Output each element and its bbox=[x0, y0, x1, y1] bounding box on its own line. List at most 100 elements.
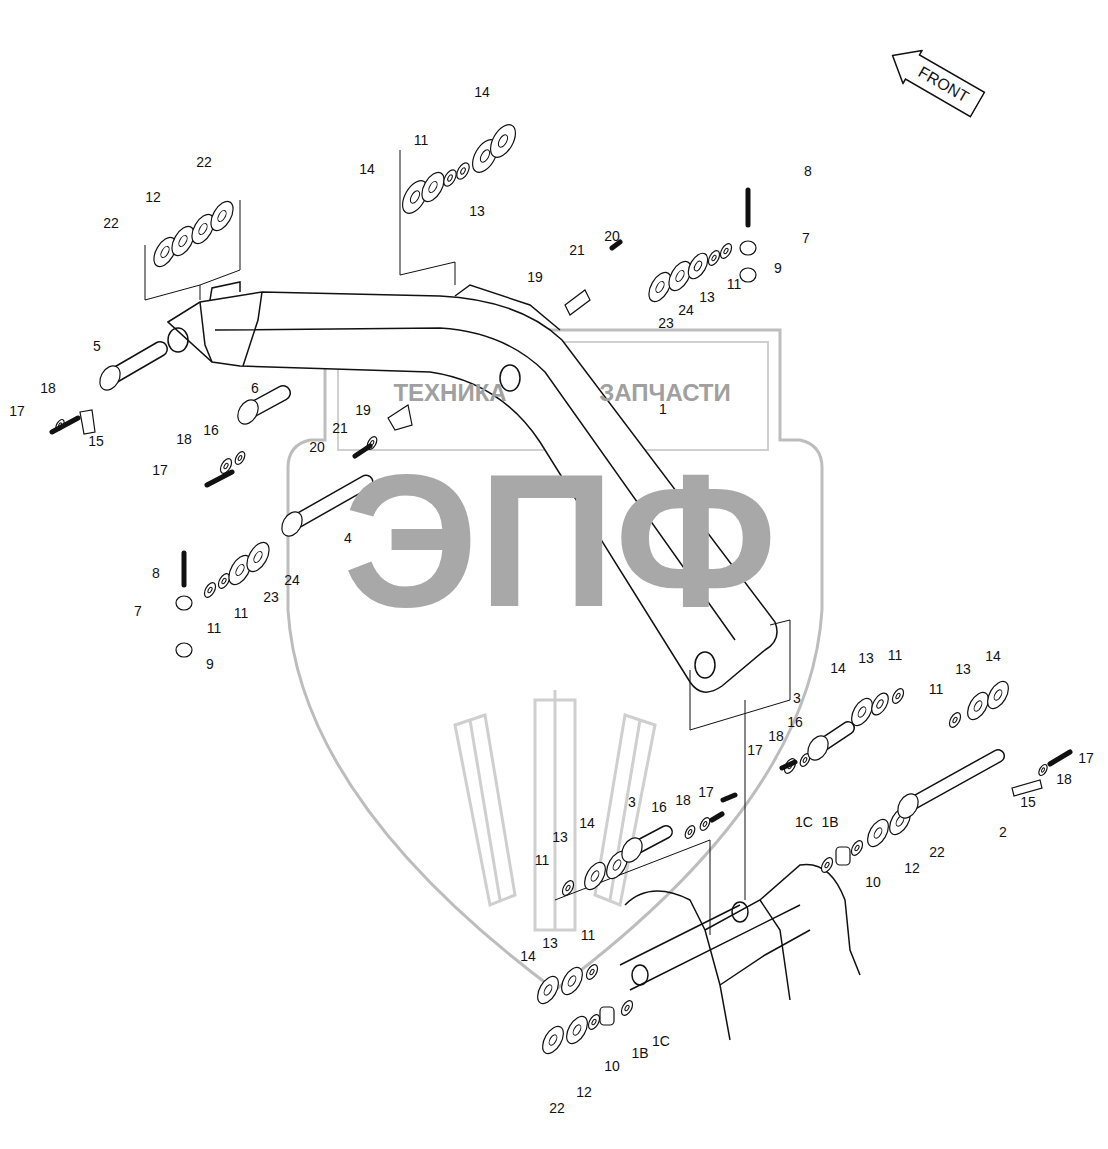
callout-number: 14 bbox=[520, 949, 536, 963]
callout-number: 10 bbox=[604, 1059, 620, 1073]
callout-number: 24 bbox=[284, 573, 300, 587]
washer bbox=[718, 242, 734, 260]
callout-number: 22 bbox=[196, 155, 212, 169]
callout-number: 3 bbox=[628, 795, 636, 809]
callout-number: 2 bbox=[999, 825, 1007, 839]
callout-number: 16 bbox=[651, 800, 667, 814]
lock-plate bbox=[1012, 780, 1042, 796]
callout-number: 18 bbox=[675, 793, 691, 807]
washer bbox=[454, 161, 472, 182]
callout-number: 18 bbox=[768, 729, 784, 743]
washer-rim bbox=[1037, 763, 1049, 777]
washer-hole bbox=[543, 984, 554, 997]
callout-number: 14 bbox=[985, 649, 1001, 663]
callout-number: 19 bbox=[527, 270, 543, 284]
pin-body bbox=[908, 756, 998, 806]
washer-hole bbox=[857, 706, 868, 719]
callout-number: 16 bbox=[787, 715, 803, 729]
callout-number: 22 bbox=[929, 845, 945, 859]
arrow-shape bbox=[883, 39, 987, 121]
callout-number: 12 bbox=[576, 1085, 592, 1099]
washer bbox=[619, 999, 635, 1017]
washer-rim bbox=[202, 581, 218, 599]
watermark-wheat bbox=[455, 690, 655, 930]
washer-rim bbox=[560, 879, 576, 897]
callout-number: 23 bbox=[263, 590, 279, 604]
washer-hole bbox=[693, 260, 703, 272]
callout-number: 11 bbox=[535, 853, 550, 867]
washer-hole bbox=[876, 699, 885, 709]
callout-number: 13 bbox=[552, 830, 568, 844]
pin-head bbox=[804, 732, 833, 764]
washer-hole bbox=[565, 885, 571, 892]
washer-hole bbox=[993, 689, 1004, 702]
nut bbox=[176, 643, 192, 657]
callout-number: 1C bbox=[652, 1034, 670, 1048]
pin-head bbox=[96, 362, 125, 394]
washer-hole bbox=[674, 269, 686, 283]
callout-number: 5 bbox=[93, 339, 101, 353]
callout-number: 11 bbox=[727, 277, 742, 291]
pin-head bbox=[278, 508, 307, 540]
callout-number: 14 bbox=[359, 162, 375, 176]
washer-hole bbox=[612, 859, 623, 872]
washer-hole bbox=[207, 587, 213, 594]
washer-hole bbox=[973, 700, 984, 713]
callout-number: 16 bbox=[203, 423, 219, 437]
washer-rim bbox=[782, 757, 798, 775]
callout-number: 13 bbox=[858, 651, 874, 665]
washer-hole bbox=[895, 693, 901, 700]
washer-rim bbox=[819, 856, 835, 874]
washer-rim bbox=[684, 250, 711, 282]
bolt bbox=[1050, 752, 1070, 764]
bolt bbox=[746, 190, 751, 225]
washer-hole bbox=[460, 167, 467, 175]
callout-number: 15 bbox=[88, 434, 104, 448]
callout-number: 17 bbox=[1078, 751, 1094, 765]
washer-hole bbox=[589, 969, 595, 976]
washer-hole bbox=[952, 717, 958, 724]
washer-hole bbox=[723, 248, 729, 255]
washer-hole bbox=[591, 1019, 597, 1026]
bolt bbox=[723, 795, 735, 800]
arm-end bbox=[620, 864, 860, 1040]
washer-hole bbox=[221, 578, 227, 585]
washer-hole bbox=[252, 550, 264, 564]
washer bbox=[849, 839, 865, 857]
arrow-shadow bbox=[982, 95, 984, 97]
callout-number: 12 bbox=[904, 861, 920, 875]
callout-number: 12 bbox=[145, 190, 161, 204]
callout-number: 20 bbox=[309, 440, 325, 454]
washer bbox=[206, 198, 237, 235]
bushing bbox=[836, 847, 850, 865]
washer-rim bbox=[580, 859, 609, 893]
bolt bbox=[207, 472, 232, 485]
callout-number: 17 bbox=[9, 404, 25, 418]
washer-rim bbox=[485, 120, 520, 161]
pin-head bbox=[894, 790, 923, 822]
washer-rim bbox=[557, 964, 586, 998]
callout-number: 22 bbox=[549, 1101, 565, 1115]
washer-hole bbox=[824, 862, 830, 869]
washer bbox=[580, 859, 609, 893]
callout-number: 1B bbox=[631, 1046, 648, 1060]
washer bbox=[706, 249, 722, 267]
washer-hole bbox=[234, 563, 246, 577]
pin bbox=[234, 393, 283, 428]
watermark-text: ЗАПЧАСТИ bbox=[599, 381, 731, 405]
washer-hole bbox=[177, 234, 189, 248]
callout-number: 15 bbox=[1020, 795, 1036, 809]
washer-hole bbox=[1041, 767, 1045, 772]
washer-rim bbox=[562, 1013, 591, 1047]
callout-number: 14 bbox=[830, 661, 846, 675]
pin-outline bbox=[908, 756, 998, 806]
washer bbox=[684, 250, 711, 282]
washer-hole bbox=[854, 845, 860, 852]
bolt bbox=[52, 418, 78, 432]
washer bbox=[417, 169, 448, 206]
pin bbox=[804, 728, 848, 764]
callout-number: 1C bbox=[795, 815, 813, 829]
bolt bbox=[782, 762, 795, 768]
callout-number: 13 bbox=[542, 936, 558, 950]
washer-hole bbox=[496, 133, 509, 148]
